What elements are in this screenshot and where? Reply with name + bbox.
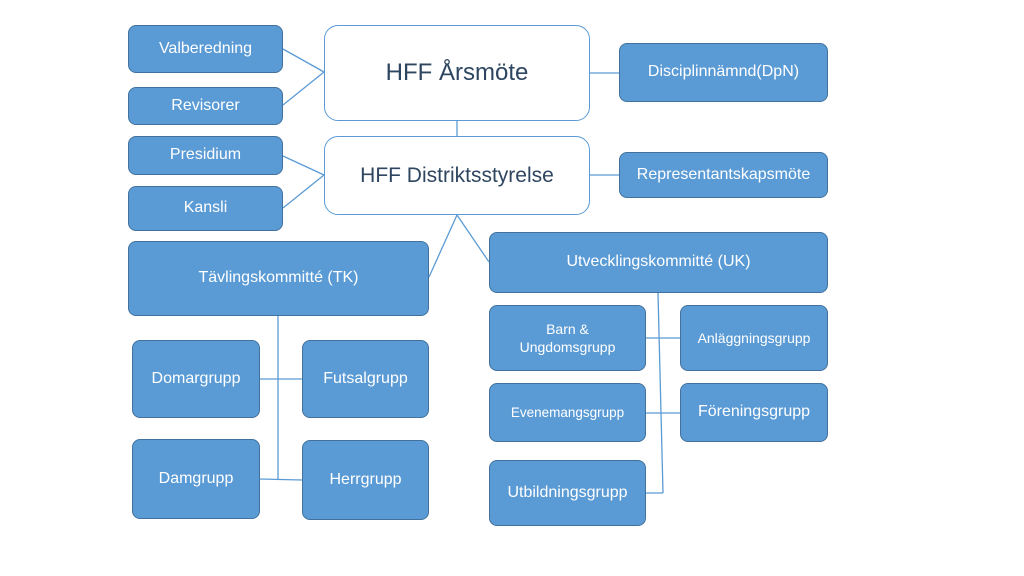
representantskapsmote-box: Representantskapsmöte: [619, 152, 828, 198]
connector-valberedning: [282, 48, 325, 73]
evenemangsgrupp-box: Evenemangsgrupp: [489, 383, 646, 442]
connector-revisorer: [282, 71, 325, 106]
utvecklingskommitte-box: Utvecklingskommitté (UK): [489, 232, 828, 293]
anlaggningsgrupp-box: Anläggningsgrupp: [680, 305, 828, 371]
connector-kansli: [282, 174, 325, 209]
foreningsgrupp-label: Föreningsgrupp: [697, 403, 811, 421]
distriktsstyrelse-label: HFF Distriktsstyrelse: [360, 163, 554, 187]
damgrupp-box: Damgrupp: [132, 439, 260, 519]
anlaggningsgrupp-label: Anläggningsgrupp: [697, 329, 811, 346]
utbildningsgrupp-label: Utbildningsgrupp: [507, 483, 628, 501]
kansli-label: Kansli: [183, 199, 228, 217]
presidium-label: Presidium: [169, 146, 242, 164]
damgrupp-label: Damgrupp: [158, 469, 234, 487]
connector-presidium: [282, 155, 325, 176]
valberedning-box: Valberedning: [128, 25, 283, 73]
connector-uk-trunk: [657, 292, 664, 494]
tavlingskommitte-box: Tävlingskommitté (TK): [128, 241, 429, 316]
futsalgrupp-label: Futsalgrupp: [323, 369, 408, 387]
foreningsgrupp-box: Föreningsgrupp: [680, 383, 828, 442]
barn-ungdomsgrupp-box: Barn & Ungdomsgrupp: [489, 305, 646, 371]
domargrupp-box: Domargrupp: [132, 340, 260, 418]
representantskapsmote-label: Representantskapsmöte: [636, 165, 811, 183]
disciplinnamnd-box: Disciplinnämnd(DpN): [619, 43, 828, 102]
herrgrupp-label: Herrgrupp: [329, 470, 402, 488]
valberedning-label: Valberedning: [158, 39, 253, 57]
domargrupp-label: Domargrupp: [151, 369, 241, 387]
revisorer-box: Revisorer: [128, 87, 283, 125]
arsmote-label: HFF Årsmöte: [385, 59, 529, 87]
evenemangsgrupp-label: Evenemangsgrupp: [510, 404, 625, 420]
connector-utvecklingskommitte: [456, 214, 490, 263]
utvecklingskommitte-label: Utvecklingskommitté (UK): [566, 253, 751, 271]
presidium-box: Presidium: [128, 136, 283, 175]
futsalgrupp-box: Futsalgrupp: [302, 340, 429, 418]
kansli-box: Kansli: [128, 186, 283, 231]
distriktsstyrelse-box: HFF Distriktsstyrelse: [324, 136, 590, 215]
disciplinnamnd-label: Disciplinnämnd(DpN): [647, 63, 800, 81]
connector-damgrupp-herrgrupp: [259, 478, 303, 481]
revisorer-label: Revisorer: [171, 96, 240, 114]
connector-tavlingskommitte: [428, 214, 458, 278]
arsmote-box: HFF Årsmöte: [324, 25, 590, 121]
barn-ungdomsgrupp-label: Barn & Ungdomsgrupp: [519, 320, 616, 355]
tavlingskommitte-label: Tävlingskommitté (TK): [198, 269, 359, 287]
utbildningsgrupp-box: Utbildningsgrupp: [489, 460, 646, 526]
herrgrupp-box: Herrgrupp: [302, 440, 429, 520]
